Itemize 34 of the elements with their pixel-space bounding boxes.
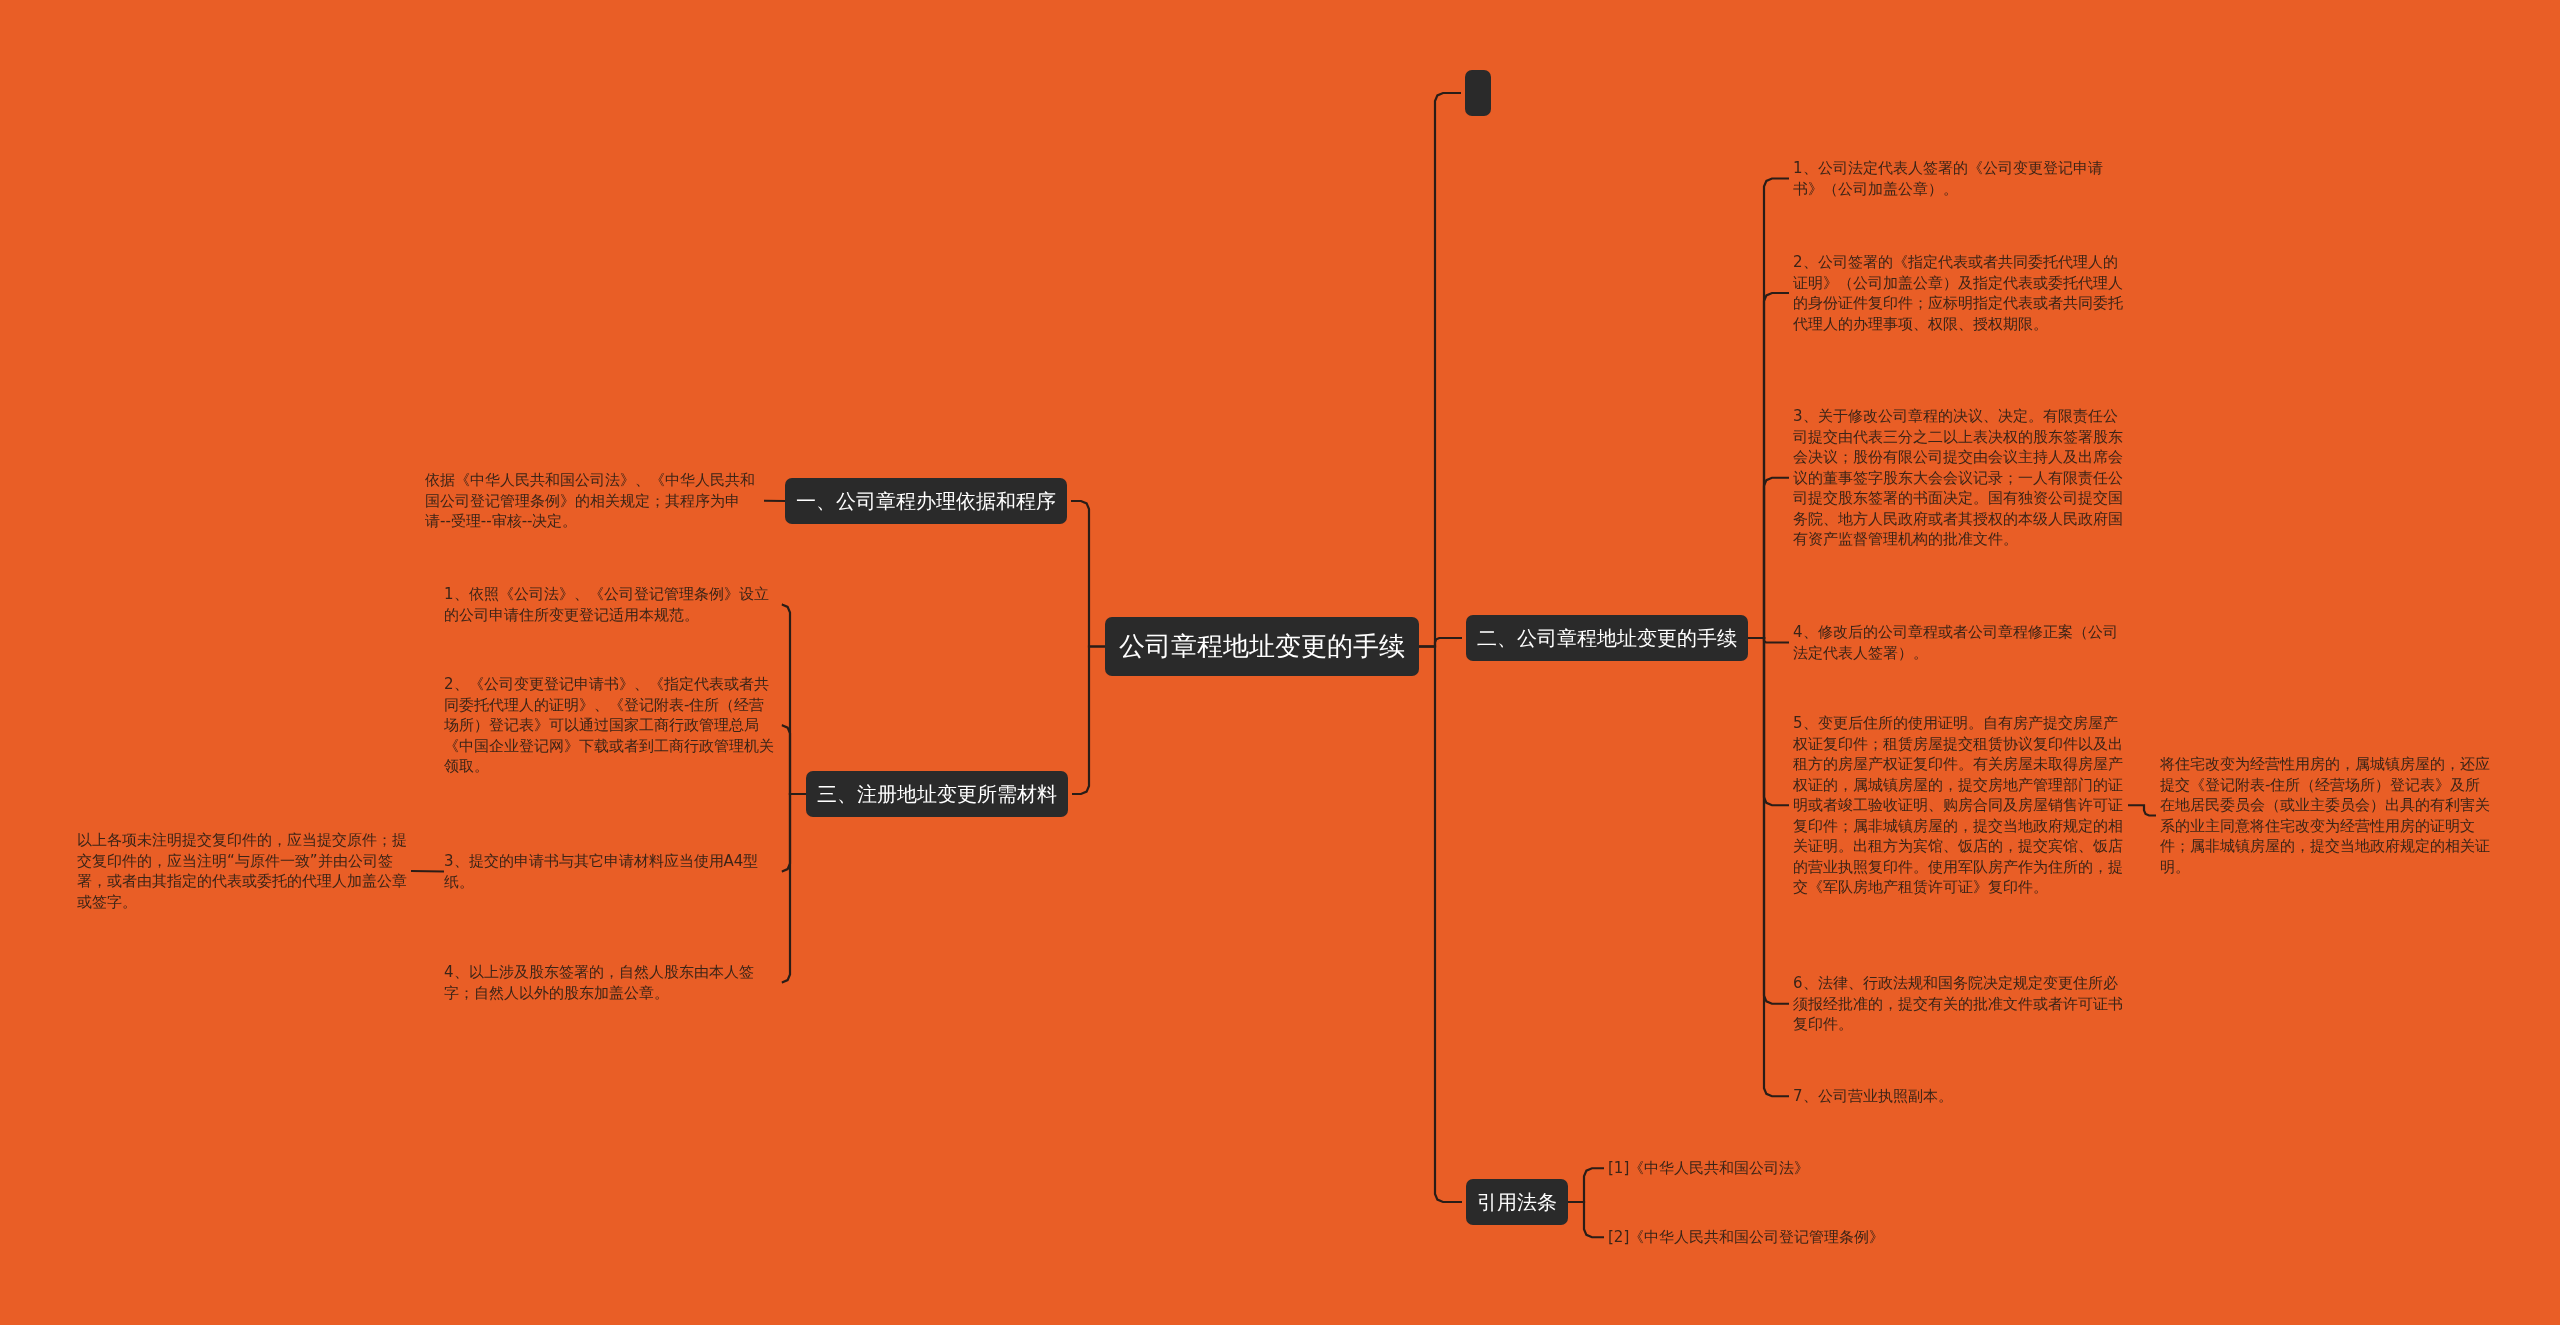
note-text: 以上各项未注明提交复印件的，应当提交原件；提交复印件的，应当注明“与原件一致”并由公司签署，或者由其指定的代表或委托的代理人加盖公章或签字。 bbox=[77, 830, 407, 912]
central-topic-box bbox=[1105, 617, 1419, 676]
note-text: [1]《中华人民共和国公司法》 bbox=[1608, 1158, 1938, 1179]
topic-label: 引用法条 bbox=[1477, 1188, 1557, 1216]
topic-box bbox=[806, 771, 1068, 817]
note-text: 4、以上涉及股东签署的，自然人股东由本人签字；自然人以外的股东加盖公章。 bbox=[444, 962, 779, 1003]
topic-label: 公司章程地址变更的手续 bbox=[1119, 630, 1405, 663]
empty-topic-box bbox=[1465, 70, 1491, 116]
connector-line bbox=[764, 499, 785, 503]
note-text: 3、关于修改公司章程的决议、决定。有限责任公司提交由代表三分之二以上表决权的股东签署股东会决议；股份有限公司提交由会议主持人及出席会议的董事签字股东大会会议记录；一人有限责任公司提交股东签署的书面决定。国有独资公司提交国务院、地方人民政府或者其授权的本级人民政府国有资产监督管理机构的批准文件。 bbox=[1793, 406, 2128, 550]
note-text: 将住宅改变为经营性用房的，属城镇房屋的，还应提交《登记附表-住所（经营场所）登记表》及所在地居民委员会（或业主委员会）出具的有利害关系的业主同意将住宅改变为经营性用房的证明文件；属非城镇房屋的，提交当地政府规定的相关证明。 bbox=[2160, 754, 2490, 877]
note-text: 2、《公司变更登记申请书》、《指定代表或者共同委托代理人的证明》、《登记附表-住所（经营场所）登记表》可以通过国家工商行政管理总局《中国企业登记网》下载或者到工商行政管理机关领取。 bbox=[444, 674, 779, 777]
note-text: [2]《中华人民共和国公司登记管理条例》 bbox=[1608, 1227, 1938, 1248]
note-text: 3、提交的申请书与其它申请材料应当使用A4型纸。 bbox=[444, 851, 779, 892]
topic-label: 一、公司章程办理依据和程序 bbox=[796, 487, 1056, 515]
topic-label: 二、公司章程地址变更的手续 bbox=[1477, 624, 1737, 652]
connector-line bbox=[1568, 1200, 1604, 1239]
note-text: 依据《中华人民共和国公司法》、《中华人民共和国公司登记管理条例》的相关规定；其程序为申请--受理--审核--决定。 bbox=[425, 470, 760, 532]
connector-line bbox=[2128, 804, 2156, 817]
note-text: 1、公司法定代表人签署的《公司变更登记申请书》（公司加盖公章）。 bbox=[1793, 158, 2128, 199]
connector-line bbox=[780, 792, 806, 984]
connector-line bbox=[1072, 645, 1105, 796]
connector-line bbox=[1419, 645, 1462, 1204]
note-text: 1、依照《公司法》、《公司登记管理条例》设立的公司申请住所变更登记适用本规范。 bbox=[444, 584, 779, 625]
topic-box bbox=[1466, 615, 1748, 661]
topic-label: 三、注册地址变更所需材料 bbox=[817, 780, 1057, 808]
topic-box bbox=[1466, 1179, 1568, 1225]
note-text: 6、法律、行政法规和国务院决定规定变更住所必须报经批准的，提交有关的批准文件或者许可证书复印件。 bbox=[1793, 973, 2128, 1035]
connector-line bbox=[411, 869, 444, 873]
note-text: 4、修改后的公司章程或者公司章程修正案（公司法定代表人签署）。 bbox=[1793, 622, 2128, 663]
note-text: 5、变更后住所的使用证明。自有房产提交房屋产权证复印件；租赁房屋提交租赁协议复印件以及出租方的房屋产权证复印件。有关房屋未取得房屋产权证的，属城镇房屋的，提交房地产管理部门的证明或者竣工验收证明、购房合同及房屋销售许可证复印件；属非城镇房屋的，提交当地政府规定的相关证明。出租方为宾馆、饭店的，提交宾馆、饭店的营业执照复印件。使用军队房产作为住所的，提交《军队房地产租赁许可证》复印件。 bbox=[1793, 713, 2128, 898]
topic-box bbox=[785, 478, 1067, 524]
note-text: 2、公司签署的《指定代表或者共同委托代理人的证明》（公司加盖公章）及指定代表或委托代理人的身份证件复印件；应标明指定代表或者共同委托代理人的办理事项、权限、授权期限。 bbox=[1793, 252, 2128, 334]
note-text: 7、公司营业执照副本。 bbox=[1793, 1086, 2128, 1107]
